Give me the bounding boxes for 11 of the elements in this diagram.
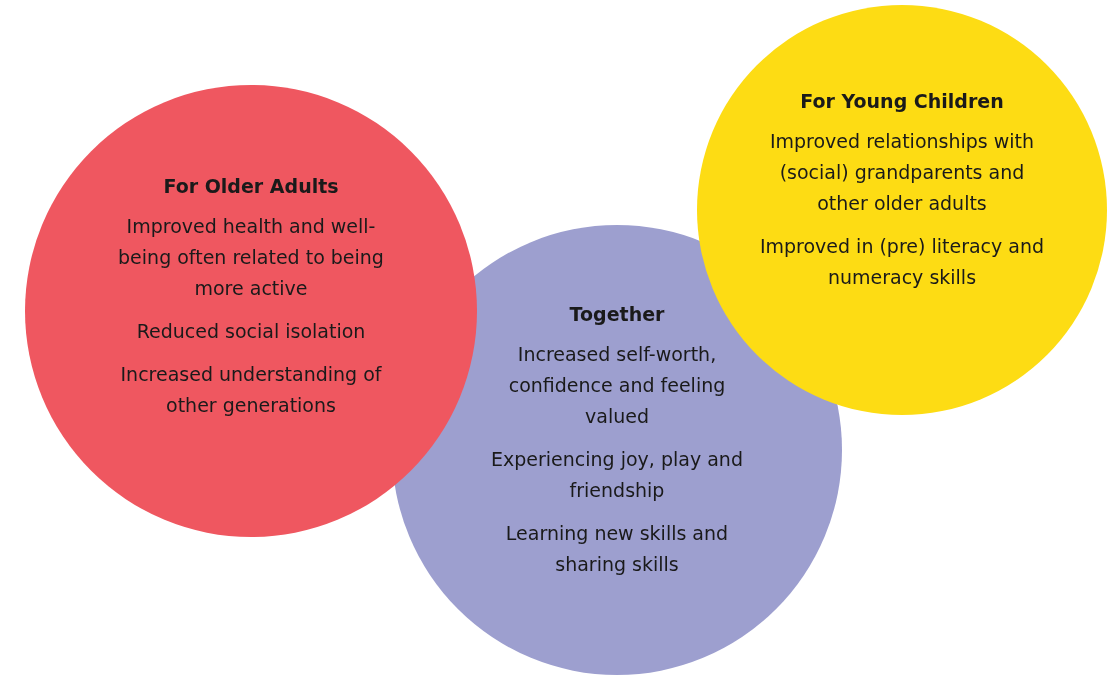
circle-heading: Together <box>569 303 665 325</box>
circle-heading: For Older Adults <box>163 175 339 197</box>
benefit-text: Improved in (pre) literacy and numeracy skills <box>758 234 1046 290</box>
benefit-text: Improved relationships with (social) grandparents and other older adults <box>768 129 1036 216</box>
circle-heading: For Young Children <box>800 90 1004 112</box>
benefit-text: Experiencing joy, play and friendship <box>490 447 744 503</box>
benefit-text: Increased self-worth, confidence and feeling valued <box>507 342 727 429</box>
benefit-text: Increased understanding of other generations <box>119 362 383 418</box>
benefit-text: Improved health and well-being often related to being more active <box>117 214 385 301</box>
benefit-text: Learning new skills and sharing skills <box>504 521 730 577</box>
benefit-text: Reduced social isolation <box>136 319 366 344</box>
